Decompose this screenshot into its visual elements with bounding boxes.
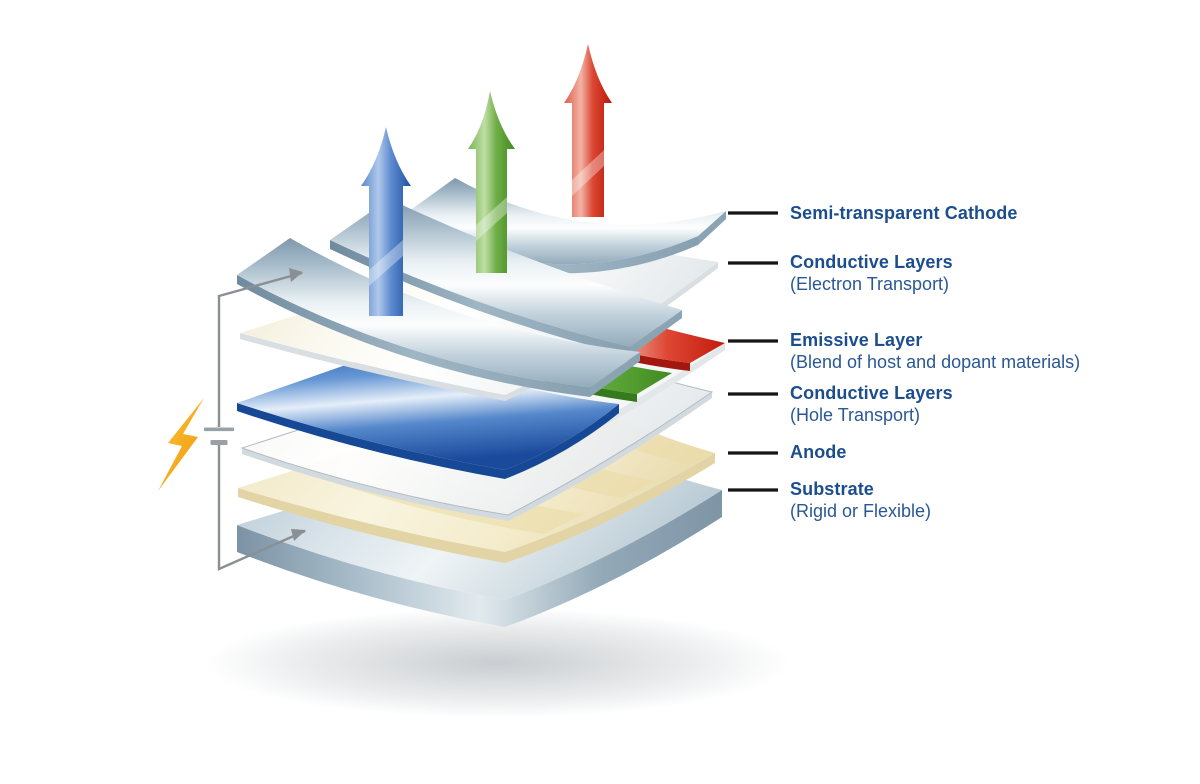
wire-bottom xyxy=(217,444,306,571)
callout-hole-transport: Conductive Layers (Hole Transport) xyxy=(790,382,953,426)
layer-label-title: Conductive Layers xyxy=(790,383,953,403)
layer-label-subtitle: (Blend of host and dopant materials) xyxy=(790,352,1081,372)
callout-electron-transport: Conductive Layers (Electron Transport) xyxy=(790,251,953,295)
electron-transport-side xyxy=(240,262,718,401)
layer-label-subtitle: (Electron Transport) xyxy=(790,274,950,294)
callout-emissive: Emissive Layer (Blend of host and dopant… xyxy=(790,329,1080,373)
layer-label-title: Emissive Layer xyxy=(790,330,923,350)
battery-plate-long xyxy=(204,427,234,432)
leader-lines xyxy=(728,211,778,492)
wire-arrowhead-bottom xyxy=(291,529,306,541)
callout-substrate: Substrate (Rigid or Flexible) xyxy=(790,478,931,522)
layer-label-title: Anode xyxy=(790,442,847,462)
green-up-arrow-icon xyxy=(468,91,515,273)
substrate-side xyxy=(237,490,722,627)
wire-top xyxy=(217,271,303,427)
battery-plate-short xyxy=(210,440,228,445)
cathode-strip-front xyxy=(237,238,640,397)
lightning-bolt-icon xyxy=(158,398,204,491)
anode-side xyxy=(238,453,715,563)
layer-label-title: Substrate xyxy=(790,479,874,499)
callout-anode: Anode xyxy=(790,441,847,463)
emissive-blue-band xyxy=(237,347,619,470)
emissive-blue-side xyxy=(237,403,619,479)
layer-label-title: Conductive Layers xyxy=(790,252,953,272)
red-up-arrow-icon xyxy=(564,44,612,217)
layer-label-subtitle: (Hole Transport) xyxy=(790,405,921,425)
emission-arrows xyxy=(361,44,612,316)
emissive-red-side xyxy=(496,312,690,371)
power-circuit xyxy=(204,268,306,571)
layer-label-subtitle: (Rigid or Flexible) xyxy=(790,501,932,521)
wire-arrowhead-top xyxy=(289,268,303,282)
blue-up-arrow-icon xyxy=(361,127,411,316)
callout-cathode: Semi-transparent Cathode xyxy=(790,202,1017,224)
hole-transport-side xyxy=(242,392,712,521)
floor-shadow xyxy=(205,608,789,718)
layer-label-title: Semi-transparent Cathode xyxy=(790,203,1018,223)
